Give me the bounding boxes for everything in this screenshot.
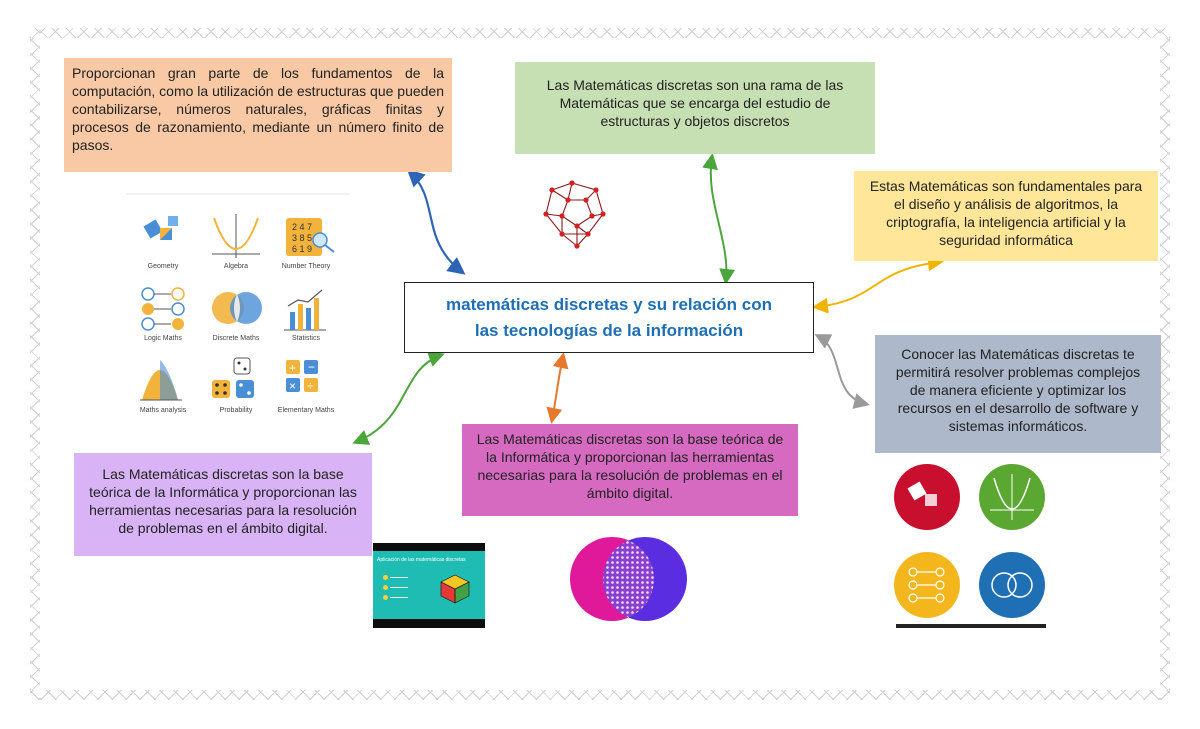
node-definition: Las Matemáticas discretas son una rama d… (515, 62, 875, 154)
label-statistics: Statistics (292, 335, 321, 342)
label-logic-maths: Logic Maths (144, 335, 182, 342)
svg-text:−: − (308, 360, 315, 374)
node-benefits: Conocer las Matemáticas discretas te per… (875, 335, 1161, 453)
slide-bullet (383, 595, 423, 600)
central-title-line2: las tecnologías de la información (474, 320, 744, 340)
node-benefits-text: Conocer las Matemáticas discretas te per… (895, 346, 1141, 434)
node-applications-text: Estas Matemáticas son fundamentales para… (869, 178, 1143, 248)
arrow-left-bottom (352, 351, 445, 445)
node-foundations-text: Proporcionan gran parte de los fundament… (72, 65, 444, 153)
arrow-top-mid (702, 153, 736, 285)
node-foundations: Proporcionan gran parte de los fundament… (64, 58, 452, 172)
svg-text:3 8 5: 3 8 5 (292, 233, 312, 243)
svg-text:÷: ÷ (307, 379, 314, 393)
node-theoretical-base-2: Las Matemáticas discretas son la base te… (74, 453, 372, 556)
node-definition-text: Las Matemáticas discretas son una rama d… (546, 77, 844, 129)
node-theoretical-base-text: Las Matemáticas discretas son la base te… (476, 431, 784, 501)
svg-text:+: + (289, 361, 296, 375)
node-theoretical-base: Las Matemáticas discretas son la base te… (462, 424, 798, 516)
svg-text:6 1 9: 6 1 9 (292, 244, 312, 254)
node-theoretical-base-2-text: Las Matemáticas discretas son la base te… (89, 466, 357, 536)
slide-bullet (383, 585, 423, 590)
probability-icon (212, 357, 254, 398)
statistics-icon (284, 289, 326, 331)
label-probability: Probability (220, 407, 253, 414)
arrow-right-mid (814, 334, 870, 409)
geometry-icon (143, 216, 178, 240)
central-title-line1: matemáticas discretas y su relación con (446, 294, 772, 314)
rubiks-cube-icon (440, 574, 470, 604)
slide-bullet (383, 575, 423, 580)
label-discrete-maths: Discrete Maths (213, 335, 260, 342)
slide-content: Aplicación de las matemáticas discretas (373, 551, 485, 619)
label-elementary-maths: Elementary Maths (278, 407, 335, 414)
arrow-right-top (812, 255, 944, 314)
arrow-top-left (406, 168, 466, 275)
logic-maths-icon (141, 287, 185, 331)
label-geometry: Geometry (148, 263, 179, 270)
arrow-mid-bottom (546, 352, 569, 424)
discrete-maths-icon (212, 292, 262, 324)
elementary-maths-icon: + − × ÷ (286, 360, 318, 393)
svg-text:×: × (289, 379, 296, 393)
label-number-theory: Number Theory (282, 263, 331, 270)
svg-text:2 4 7: 2 4 7 (292, 222, 312, 232)
number-theory-icon: 2 4 7 3 8 5 6 1 9 (286, 218, 335, 256)
node-applications: Estas Matemáticas son fundamentales para… (854, 171, 1158, 261)
label-maths-analysis: Maths analysis (140, 407, 187, 414)
algebra-icon (212, 214, 260, 258)
slide-title: Aplicación de las matemáticas discretas (377, 557, 466, 563)
maths-analysis-icon (140, 360, 182, 401)
label-algebra: Algebra (224, 263, 248, 270)
discrete-circle-icon (979, 552, 1045, 618)
slide-thumbnail: Aplicación de las matemáticas discretas (373, 543, 485, 628)
central-topic: matemáticas discretas y su relación con … (404, 282, 814, 353)
